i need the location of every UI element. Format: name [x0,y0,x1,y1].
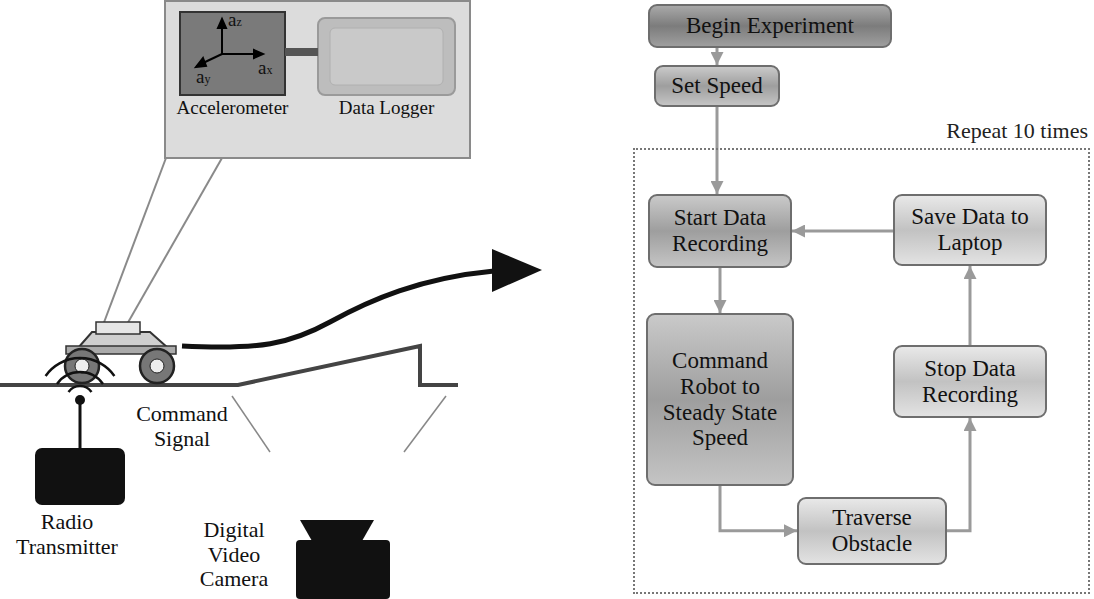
node-label: Stop Data Recording [895,356,1045,408]
node-label: Accelerometer [160,98,305,119]
radio-transmitter [35,358,125,505]
wheel [140,349,174,383]
axis-head [254,50,263,58]
camera-body [296,540,390,599]
device-label: Digital Video Camera [176,518,292,592]
axis-label: az [228,10,258,29]
process-box: Command Robot to Steady State Speed [646,313,794,486]
process-box: Traverse Obstacle [797,497,947,565]
robot-deck [96,322,140,334]
flow-arrow [716,48,719,65]
device-label: Radio Transmitter [2,510,132,559]
start-terminal: Begin Experiment [648,4,892,48]
node-label: Start Data Recording [650,205,790,257]
wheel [65,349,99,383]
flow-arrow [716,107,719,194]
hub [150,359,164,373]
process-box: Set Speed [654,65,780,107]
view-line [232,396,270,452]
flow-arrow [792,230,893,233]
flow-arrow [720,486,797,531]
node-label: Traverse Obstacle [799,505,945,557]
cable [285,48,318,56]
signal-arc [57,372,103,384]
data-logger: Data Logger [318,18,455,95]
camera-lens [300,520,374,541]
axis-line [221,26,223,54]
signal-label: Command Signal [126,402,238,451]
leader-line [100,158,166,333]
node-label: Set Speed [667,73,766,99]
process-box: Start Data Recording [648,194,792,268]
signal-arc [69,386,92,392]
node-label: Data Logger [298,98,475,119]
node-label: Begin Experiment [682,13,858,39]
node-label: Command Robot to Steady State Speed [648,348,792,451]
axis-label: ay [196,67,226,86]
axis-head [196,58,206,67]
ground [0,346,458,385]
antenna-tip [75,395,85,405]
process-box: Stop Data Recording [893,345,1047,418]
logger-face [330,28,443,85]
axis-line [203,54,222,63]
axis-label: ax [258,58,284,77]
flow-arrow [947,418,970,531]
antenna [79,402,82,448]
axis-head [218,19,226,28]
axis-line [222,53,256,55]
signal-arc [46,358,115,376]
path-arrow [182,271,494,347]
loop-region: Repeat 10 timesStart Data RecordingSave … [633,148,1090,594]
process-box: Save Data to Laptop [893,194,1047,266]
leader-line [122,158,222,333]
flow-arrow [719,268,722,313]
logger-body [318,18,455,95]
robot [65,322,176,383]
transmitter-body [35,448,125,505]
node-label: Save Data to Laptop [895,204,1045,256]
path-arrow-head [492,249,542,292]
zoom-panel [165,1,470,158]
flow-arrow [969,266,972,345]
loop-label: Repeat 10 times [946,118,1088,144]
view-line [404,396,446,452]
